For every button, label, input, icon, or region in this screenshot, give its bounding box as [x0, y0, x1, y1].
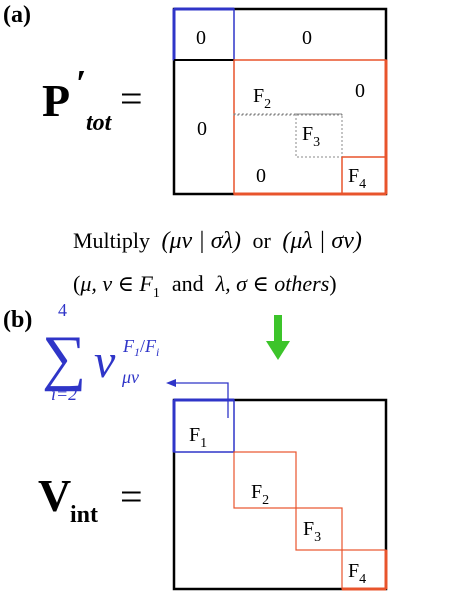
vint-matrix-border [172, 398, 388, 591]
sum-lower: i=2 [51, 384, 77, 404]
vint-cell-f3: F3 [303, 518, 321, 545]
arrow-left-icon [166, 379, 229, 418]
vint-cell-f4: F4 [348, 560, 366, 587]
multiply-line-1: Multiply (μν | σλ) or (μλ | σν) [73, 228, 362, 254]
sum-subscript: μν [121, 367, 139, 387]
vint-matrix: F1 F2 F3 F4 [172, 398, 388, 591]
ptot-cell-f2: F2 [253, 85, 271, 112]
vint-symbol: V [38, 470, 71, 521]
ptot-equation: P ′ tot = [42, 63, 143, 136]
sum-nu: ν [94, 335, 116, 388]
ptot-symbol: P [42, 75, 70, 126]
panel-b-label: (b) [3, 307, 32, 333]
sum-superscript: F1/Fi [122, 336, 159, 359]
ptot-cell-f3: F3 [302, 123, 320, 150]
ptot-cell-left: 0 [197, 118, 207, 140]
sum-symbol: ∑ [42, 324, 86, 392]
sum-upper: 4 [58, 300, 67, 320]
vint-subscript: int [70, 502, 98, 528]
vint-cell-f2: F2 [251, 481, 269, 508]
sum-expression: 4 ∑ i=2 ν F1/Fi μν [42, 300, 159, 404]
ptot-cell-bottom: 0 [256, 165, 266, 187]
ptot-equals: = [120, 76, 143, 121]
ptot-block-f3 [295, 113, 343, 158]
ptot-cell-top-left: 0 [196, 27, 206, 49]
ptot-prime: ′ [76, 63, 87, 105]
vint-block-f3 [295, 507, 343, 551]
multiply-description: Multiply (μν | σλ) or (μλ | σν) (μ, ν ∈ … [73, 228, 362, 301]
vint-block-f2 [233, 451, 297, 509]
ptot-matrix: 0 0 0 F2 0 F3 0 F4 [172, 7, 388, 196]
ptot-cell-right: 0 [355, 80, 365, 102]
panel-a-label: (a) [3, 2, 31, 28]
ptot-cell-top-right: 0 [302, 27, 312, 49]
vint-cell-f1: F1 [189, 424, 207, 451]
down-arrow-icon [266, 315, 290, 360]
vint-equals: = [120, 474, 143, 519]
vint-equation: V int = [38, 470, 143, 528]
ptot-subscript: tot [86, 110, 113, 136]
ptot-cell-f4: F4 [348, 165, 366, 192]
